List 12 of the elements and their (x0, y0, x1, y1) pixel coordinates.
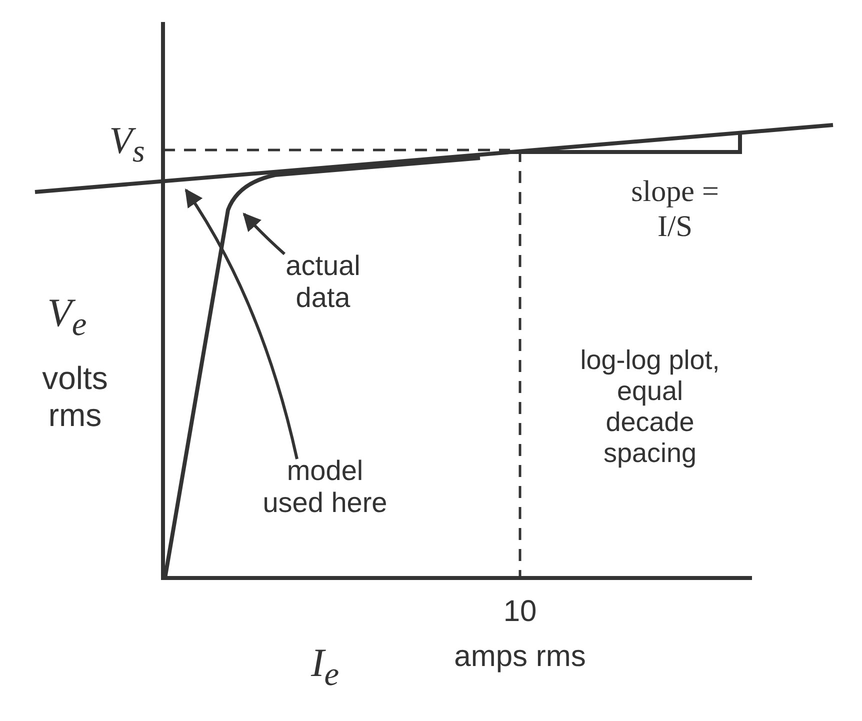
annotation-text: actual data (268, 250, 378, 314)
slope-note: slope = I/S (630, 175, 720, 244)
leader-line (184, 188, 298, 460)
axis-unit: volts rms (41, 360, 109, 434)
axis-title: I$_{e}$ (310, 640, 340, 694)
plot-note: log-log plot, equal decade spacing (579, 345, 721, 470)
axis-value-label: V$_{s}$ (108, 120, 146, 170)
annotation-text: model used here (255, 455, 395, 520)
axis-unit: amps rms (453, 640, 587, 674)
axis-title: V$_{e}$ (46, 290, 88, 344)
leader-line (242, 212, 286, 256)
tick-label: 10 (502, 595, 538, 630)
